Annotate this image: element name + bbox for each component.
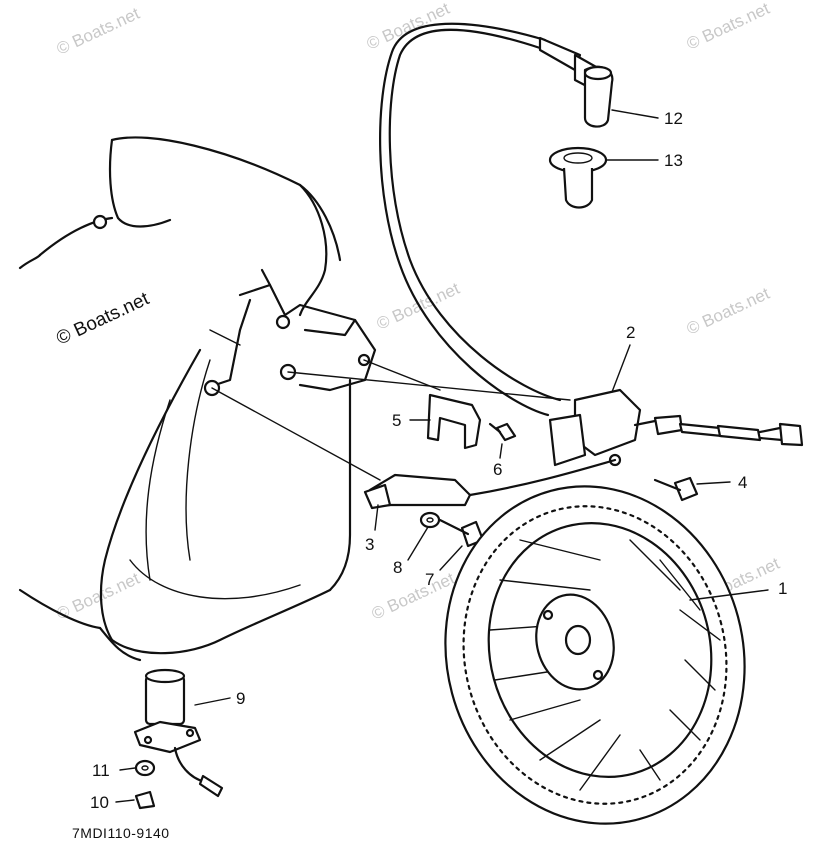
screw-4 (653, 476, 699, 502)
watermark: © Boats.net (369, 569, 458, 624)
callout-6: 6 (493, 460, 502, 479)
callout-11: 11 (92, 761, 110, 780)
watermark: © Boats.net (54, 569, 143, 624)
diagram-code: 7MDI110-9140 (72, 825, 170, 841)
watermark: © Boats.net (364, 0, 453, 54)
callout-8: 8 (393, 558, 402, 577)
callouts: 1 2 3 4 5 6 7 8 9 10 11 12 13 (90, 109, 787, 812)
assembly-guide-lines (211, 359, 571, 481)
watermark-dark: © Boats.net (53, 288, 153, 349)
callout-4: 4 (738, 473, 747, 492)
crankcase-cover (18, 136, 352, 662)
clamp (426, 393, 482, 450)
callout-12: 12 (664, 109, 683, 128)
callout-2: 2 (626, 323, 635, 342)
callout-leaders (115, 109, 769, 803)
callout-1: 1 (778, 579, 787, 598)
callout-7: 7 (425, 570, 434, 589)
spark-plug-lead (379, 22, 614, 417)
washer-8 (419, 511, 441, 529)
grommet (548, 146, 608, 209)
pulser-coil (363, 458, 617, 510)
washer-11 (134, 759, 156, 777)
callout-9: 9 (236, 689, 245, 708)
callout-3: 3 (365, 535, 374, 554)
sensor-switch (133, 668, 224, 798)
flywheel (444, 485, 746, 825)
callout-10: 10 (90, 793, 109, 812)
ignition-coil (548, 388, 804, 467)
screw-10 (134, 790, 156, 810)
screw-6 (488, 422, 517, 442)
callout-5: 5 (392, 411, 401, 430)
mounting-plate (203, 268, 377, 397)
watermark: © Boats.net (54, 4, 143, 59)
watermark: © Boats.net (684, 284, 773, 339)
watermark: © Boats.net (684, 0, 773, 54)
callout-13: 13 (664, 151, 683, 170)
